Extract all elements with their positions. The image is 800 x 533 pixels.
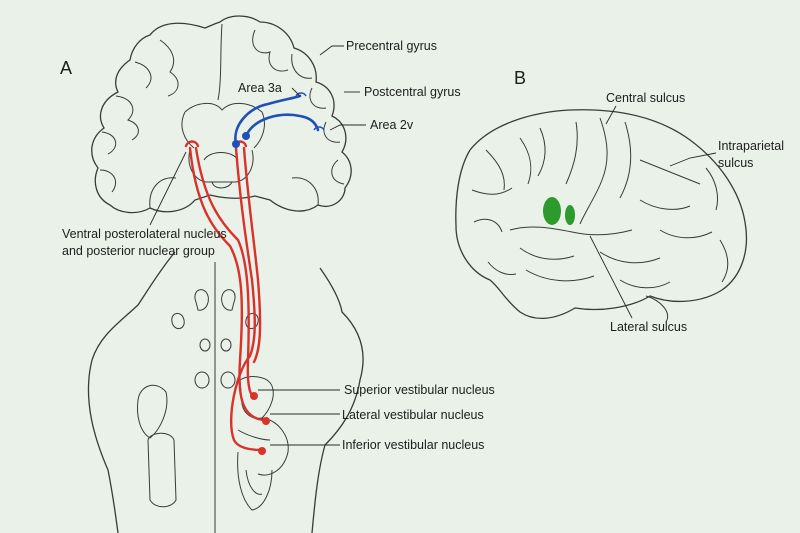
label-lateral-sulcus: Lateral sulcus — [610, 320, 687, 334]
label-area-3a: Area 3a — [238, 81, 282, 95]
label-precentral-gyrus: Precentral gyrus — [346, 39, 437, 53]
label-thalamus-line2: and posterior nuclear group — [62, 244, 215, 258]
label-thalamus-line1: Ventral posterolateral nucleus — [62, 227, 227, 241]
label-lateral-vestibular: Lateral vestibular nucleus — [342, 408, 484, 422]
label-area-2v: Area 2v — [370, 118, 414, 132]
panel-b-leaders — [589, 105, 717, 319]
cortical-area-2v — [565, 205, 575, 225]
vestibular-thalamic-pathway — [184, 140, 270, 455]
label-central-sulcus: Central sulcus — [606, 91, 685, 105]
panel-label-a: A — [60, 58, 72, 78]
label-intraparietal-line1: Intraparietal — [718, 139, 784, 153]
central-sulcus-line — [579, 117, 608, 225]
lateral-vestibular-dot — [262, 417, 270, 425]
lateral-brain — [455, 109, 748, 323]
brainstem — [87, 251, 364, 533]
label-inferior-vestibular: Inferior vestibular nucleus — [342, 438, 484, 452]
inferior-vestibular-dot — [258, 447, 266, 455]
superior-vestibular-dot — [250, 392, 258, 400]
label-superior-vestibular: Superior vestibular nucleus — [344, 383, 495, 397]
cortical-area-3a — [543, 197, 561, 225]
label-postcentral-gyrus: Postcentral gyrus — [364, 85, 461, 99]
intraparietal-sulcus-line — [639, 159, 701, 185]
panel-label-b: B — [514, 68, 526, 88]
thalamocortical-projection — [232, 92, 325, 148]
panel-a-leaders — [149, 45, 366, 446]
coronal-brain-section — [91, 15, 352, 214]
label-intraparietal-line2: sulcus — [718, 156, 753, 170]
